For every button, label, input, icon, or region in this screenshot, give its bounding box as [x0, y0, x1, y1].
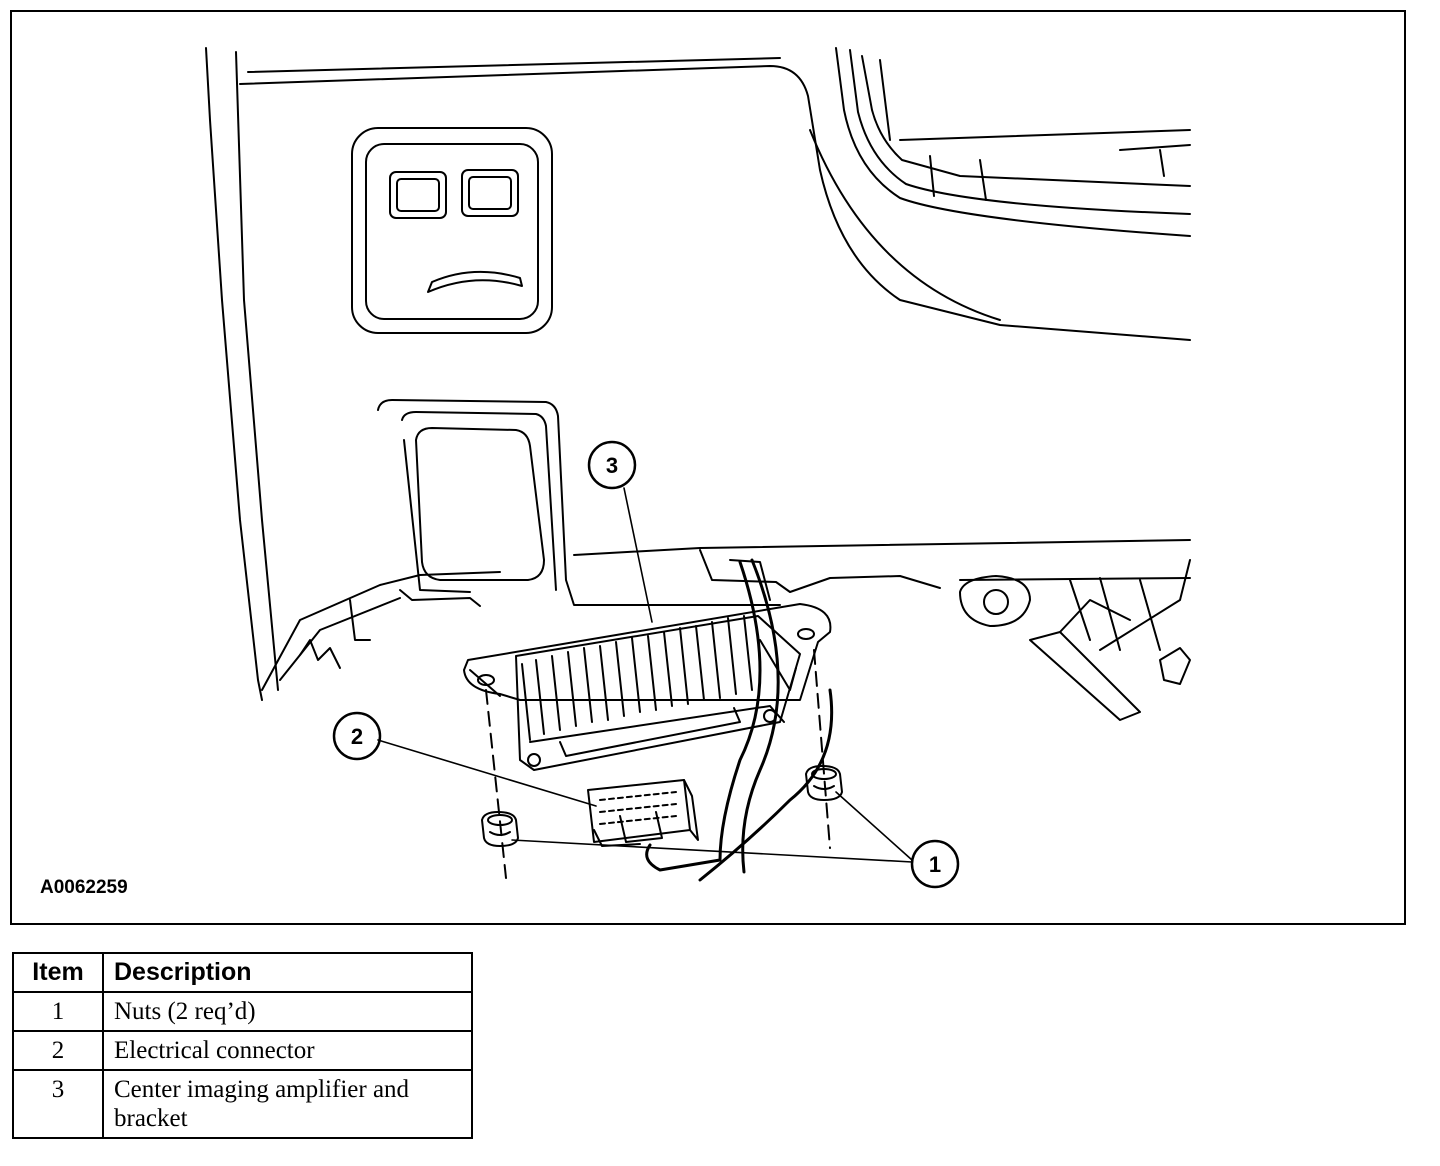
- dashboard-edge: [809, 47, 1191, 321]
- figure-frame: [10, 10, 1406, 925]
- svg-text:1: 1: [929, 852, 941, 877]
- figure-id: A0062259: [40, 877, 128, 898]
- switch-bezel: [351, 127, 553, 334]
- lower-panel-edge: [573, 539, 1191, 721]
- center-imaging-amplifier: [515, 615, 801, 771]
- header-description: Description: [102, 952, 473, 993]
- svg-text:2: 2: [351, 724, 363, 749]
- legend-row: 2 Electrical connector: [12, 1030, 473, 1071]
- header-item: Item: [12, 952, 104, 993]
- legend-item-description: Center imaging amplifier and bracket: [102, 1069, 473, 1139]
- legend-item-description: Nuts (2 req’d): [102, 991, 473, 1032]
- legend-header-row: Item Description: [12, 952, 473, 993]
- svg-text:3: 3: [606, 453, 618, 478]
- legend-row: 1 Nuts (2 req’d): [12, 991, 473, 1032]
- electrical-connector: [587, 779, 699, 847]
- alignment-lines: [485, 649, 831, 879]
- legend-item-number: 2: [12, 1030, 104, 1071]
- leader-lines: [377, 487, 913, 863]
- console-trim-panel: [205, 47, 1191, 701]
- legend-item-description: Electrical connector: [102, 1030, 473, 1071]
- installation-diagram: 3 2 1 A0062259: [40, 47, 1191, 898]
- legend-item-number: 1: [12, 991, 104, 1032]
- lower-opening: [377, 399, 781, 607]
- legend-item-number: 3: [12, 1069, 104, 1139]
- legend-table: Item Description 1 Nuts (2 req’d) 2 Elec…: [12, 952, 473, 1139]
- legend-row: 3 Center imaging amplifier and bracket: [12, 1069, 473, 1139]
- amplifier-bracket: [463, 603, 832, 701]
- wiring-harness: [645, 558, 834, 882]
- callout-2: 2: [332, 711, 382, 761]
- callout-3: 3: [587, 440, 637, 490]
- callout-1: 1: [910, 839, 960, 889]
